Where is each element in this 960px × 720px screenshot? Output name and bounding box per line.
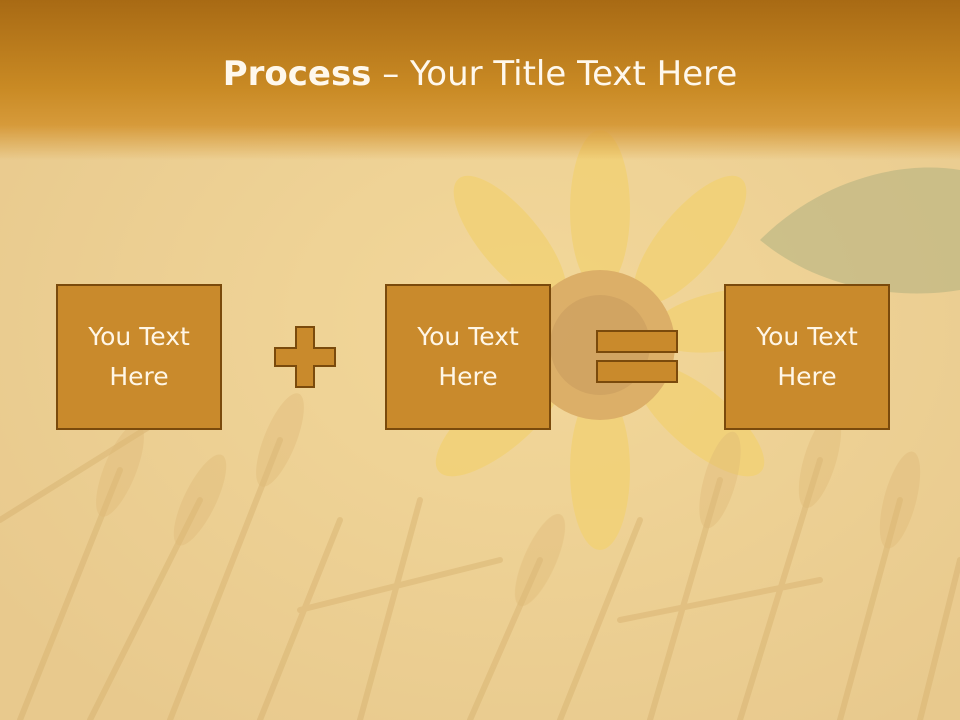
wheat-stalks: [0, 417, 960, 720]
process-box-2[interactable]: You Text Here: [385, 284, 551, 430]
slide-title: Process – Your Title Text Here: [0, 52, 960, 96]
process-box-3-label: You Text Here: [756, 322, 858, 391]
process-box-2-label: You Text Here: [417, 322, 519, 391]
title-band: [0, 0, 960, 160]
process-box-3[interactable]: You Text Here: [724, 284, 890, 430]
title-bold: Process: [222, 54, 372, 94]
equals-icon: [596, 330, 678, 383]
leaf: [760, 167, 960, 294]
plus-icon: [274, 326, 336, 388]
title-rest: – Your Title Text Here: [371, 54, 738, 94]
process-box-1-label: You Text Here: [88, 322, 190, 391]
process-box-1[interactable]: You Text Here: [56, 284, 222, 430]
